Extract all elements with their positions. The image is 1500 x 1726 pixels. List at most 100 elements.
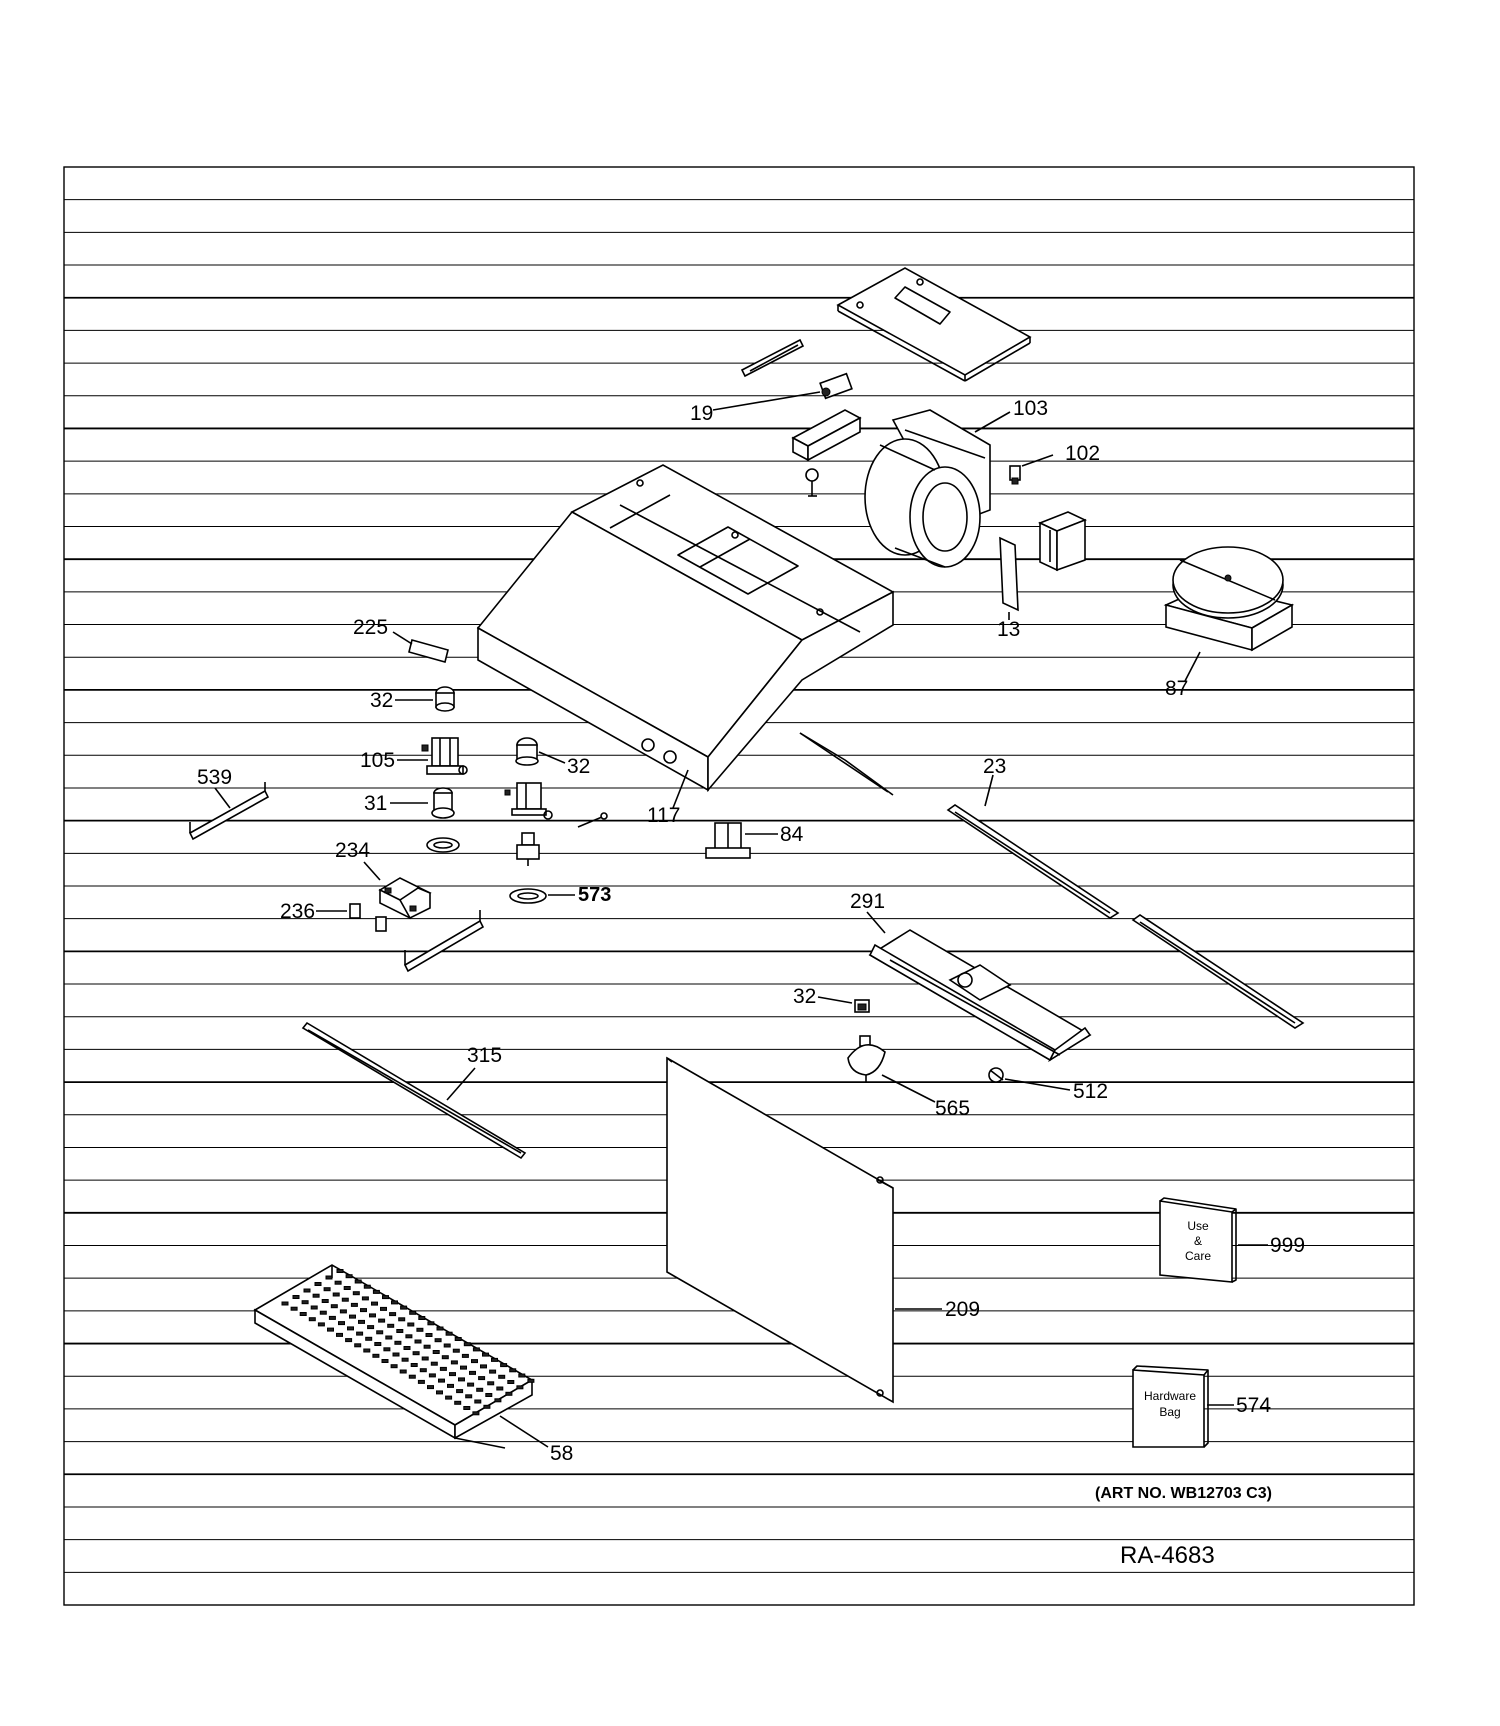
side-flange-part [799, 732, 894, 796]
perforation-slot [341, 1297, 349, 1302]
perforation-slot [352, 1291, 360, 1296]
light-panel-part [868, 929, 1092, 1063]
perforation-slot [439, 1366, 447, 1371]
perforation-slot [380, 1306, 387, 1311]
ra-code: RA-4683 [1120, 1542, 1215, 1569]
perforation-slot [358, 1319, 365, 1324]
hood-body-part [476, 464, 895, 793]
perforation-slot [416, 1327, 424, 1332]
perforation-slot [372, 1353, 380, 1358]
perforation-slot [436, 1326, 444, 1331]
hardware-bag-line1: Hardware [1144, 1389, 1196, 1403]
perforation-slot [505, 1391, 513, 1396]
perforation-slot [310, 1305, 318, 1310]
perforation-slot [390, 1364, 398, 1369]
knob-part [349, 903, 387, 932]
perforation-slot [421, 1356, 429, 1361]
callout-32a: 32 [370, 689, 393, 712]
perforation-slot [354, 1279, 362, 1284]
perforation-slot [398, 1317, 406, 1322]
perforation-slot [456, 1389, 464, 1394]
perforation-slot [494, 1398, 502, 1403]
callout-573: 573 [578, 884, 611, 906]
perforation-slot [425, 1333, 433, 1337]
perforation-slot [527, 1378, 535, 1383]
perforation-slot [354, 1343, 362, 1348]
perforation-slot [363, 1348, 371, 1353]
perforation-slot [327, 1327, 334, 1332]
perforation-slot [328, 1315, 336, 1320]
capacitor-part [819, 372, 853, 400]
transformer-part [705, 822, 751, 859]
perforation-slot [469, 1370, 476, 1375]
perforation-slot [516, 1385, 524, 1390]
perforation-slot [465, 1394, 473, 1399]
perforation-slot [336, 1269, 344, 1273]
callout-87: 87 [1165, 677, 1188, 700]
perforation-slot [489, 1369, 497, 1374]
perforation-slot [378, 1318, 386, 1323]
perforation-slot [389, 1312, 397, 1317]
perforation-slot [405, 1334, 413, 1339]
callout-512: 512 [1073, 1080, 1108, 1103]
lamp-socket-part-b [515, 737, 539, 766]
bulb-holder-part [988, 1067, 1004, 1083]
use-care-manual-part [1159, 1197, 1237, 1283]
perforation-slot [392, 1352, 400, 1357]
perforation-slot [391, 1300, 398, 1305]
perforation-slot [445, 1395, 453, 1400]
callout-236: 236 [280, 900, 315, 923]
perforation-slot [385, 1335, 393, 1340]
perforation-slot [290, 1306, 298, 1311]
blower-housing-part [864, 409, 991, 568]
perforation-slot [281, 1301, 289, 1306]
callout-32c: 32 [793, 985, 816, 1008]
callout-31: 31 [364, 792, 387, 815]
perforation-slot [463, 1406, 471, 1410]
perforation-slot [498, 1374, 506, 1379]
grease-filter-part-b [1131, 914, 1305, 1029]
perforation-slot [356, 1331, 364, 1336]
grille-perforations [281, 1269, 535, 1416]
perforation-slot [301, 1300, 309, 1305]
perforation-slot [461, 1353, 469, 1358]
perforation-slot [483, 1404, 491, 1409]
perforation-slot [407, 1322, 415, 1327]
label-part [408, 639, 449, 663]
perforation-slot [387, 1323, 395, 1328]
perforation-slot [399, 1369, 407, 1374]
use-care-line3: Care [1185, 1249, 1211, 1263]
perforation-slot [509, 1368, 517, 1373]
top-plate-part [836, 267, 1032, 382]
perforation-slot [427, 1385, 434, 1390]
perforation-slot [360, 1308, 367, 1313]
perforation-slot [350, 1302, 358, 1307]
perforation-slot [485, 1393, 493, 1397]
perforation-slot [518, 1373, 526, 1378]
perforation-slot [325, 1275, 333, 1280]
junction-box-part [1037, 511, 1088, 572]
switch-block-part [378, 877, 432, 920]
perforation-slot [299, 1312, 307, 1316]
callout-84: 84 [780, 823, 804, 846]
perforation-slot [438, 1378, 445, 1383]
perforation-slot [417, 1379, 425, 1384]
perforation-slot [292, 1295, 300, 1299]
perforation-slot [371, 1301, 378, 1306]
callout-32b: 32 [567, 755, 590, 778]
perforation-slot [410, 1363, 418, 1367]
rail-bracket-part [740, 338, 805, 378]
perforation-slot [432, 1350, 440, 1354]
perforation-slot [458, 1377, 465, 1382]
perforation-slot [319, 1310, 327, 1315]
perforation-slot [336, 1332, 343, 1337]
perforation-slot [338, 1321, 345, 1326]
back-panel-part [666, 1056, 894, 1404]
perforation-slot [472, 1347, 480, 1352]
perforation-slot [496, 1386, 504, 1391]
perforation-slot [317, 1322, 325, 1327]
perforation-slot [467, 1382, 475, 1387]
perforation-slot [450, 1360, 458, 1365]
perforation-slot [443, 1343, 451, 1348]
perforation-slot [408, 1374, 416, 1379]
